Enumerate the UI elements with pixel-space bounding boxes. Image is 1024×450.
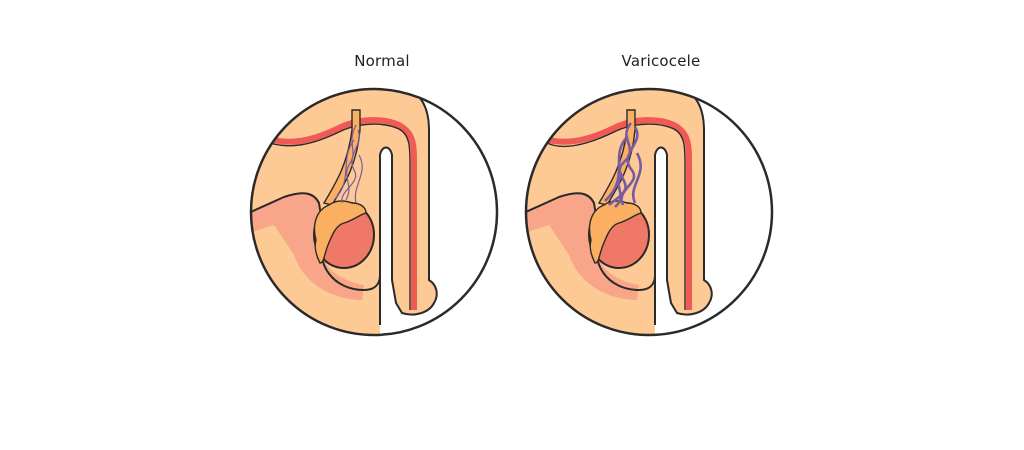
varicocele-anatomy-illustration	[524, 87, 774, 337]
varicocele-panel: Varicocele	[519, 0, 779, 450]
varicocele-title: Varicocele	[621, 52, 701, 70]
normal-panel: Normal	[244, 0, 504, 450]
normal-anatomy-illustration	[249, 87, 499, 337]
normal-title: Normal	[354, 52, 410, 70]
